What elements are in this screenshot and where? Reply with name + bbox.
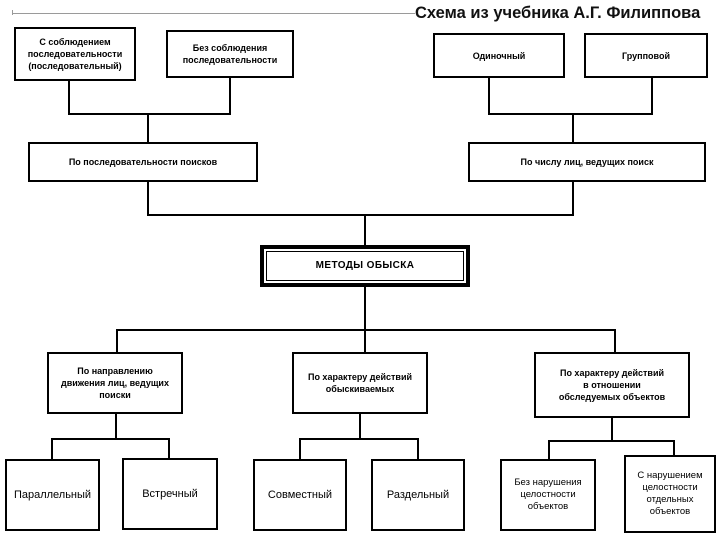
connector-root-down xyxy=(364,287,366,331)
node-seq-without-label: Без соблюдения последовательности xyxy=(182,43,278,65)
connector-right-bus xyxy=(488,113,653,115)
connector-right-bus-drop xyxy=(572,113,574,143)
connector-behaviour-bus xyxy=(299,438,419,440)
connector-seq-with-stub xyxy=(68,81,70,115)
connector-direction-bus xyxy=(51,438,170,440)
node-beh-separate: Раздельный xyxy=(371,459,465,531)
connector-seq-without-stub xyxy=(229,78,231,115)
node-group-object-treatment-label: По характеру действий в отношении обслед… xyxy=(558,368,666,402)
connector-group-sequence-stub xyxy=(147,182,149,216)
page-title: Схема из учебника А.Г. Филиппова xyxy=(415,4,701,22)
connector-row3-drop-mid xyxy=(364,329,366,356)
connector-root-drop xyxy=(364,214,366,247)
connector-left-bus-drop xyxy=(147,113,149,143)
node-count-single-label: Одиночный xyxy=(472,50,526,61)
connector-object-stub xyxy=(611,418,613,442)
node-group-searched-behaviour: По характеру действий обыскиваемых xyxy=(292,352,428,414)
connector-direction-stub xyxy=(115,414,117,440)
node-beh-joint-label: Совместный xyxy=(267,488,333,501)
node-seq-with-label: С соблюдением последовательности (послед… xyxy=(27,37,123,71)
connector-count-group-stub xyxy=(651,78,653,115)
connector-left-bus xyxy=(68,113,231,115)
node-obj-intact-label: Без нарушения целостности объектов xyxy=(514,477,582,512)
connector-row3-bus xyxy=(116,329,616,331)
node-obj-damaged-label: С нарушением целостности отдельных объек… xyxy=(637,470,703,517)
node-group-searched-behaviour-label: По характеру действий обыскиваемых xyxy=(307,372,413,394)
node-group-searcher-count-label: По числу лиц, ведущих поиск xyxy=(520,157,654,167)
connector-group-count-stub xyxy=(572,182,574,216)
node-dir-parallel-label: Параллельный xyxy=(13,488,92,501)
connector-behaviour-right xyxy=(417,438,419,461)
node-root-label: МЕТОДЫ ОБЫСКА xyxy=(315,260,415,271)
node-group-direction-label: По направлению движения лиц, ведущих пои… xyxy=(61,366,169,400)
node-count-group: Групповой xyxy=(584,33,708,78)
connector-row3-drop-right xyxy=(614,329,616,356)
node-group-sequence: По последовательности поисков xyxy=(28,142,258,182)
node-count-group-label: Групповой xyxy=(622,50,670,61)
connector-behaviour-left xyxy=(299,438,301,461)
connector-behaviour-stub xyxy=(359,414,361,440)
node-root: МЕТОДЫ ОБЫСКА xyxy=(260,245,470,287)
node-group-object-treatment: По характеру действий в отношении обслед… xyxy=(534,352,690,418)
node-dir-counter: Встречный xyxy=(122,458,218,530)
node-group-searcher-count: По числу лиц, ведущих поиск xyxy=(468,142,706,182)
node-obj-damaged: С нарушением целостности отдельных объек… xyxy=(624,455,716,533)
node-dir-parallel: Параллельный xyxy=(5,459,100,531)
node-count-single: Одиночный xyxy=(433,33,565,78)
node-beh-separate-label: Раздельный xyxy=(386,488,450,501)
connector-object-right xyxy=(673,440,675,460)
connector-direction-right xyxy=(168,438,170,461)
node-dir-counter-label: Встречный xyxy=(142,487,198,500)
connector-root-bus xyxy=(147,214,574,216)
node-seq-with: С соблюдением последовательности (послед… xyxy=(14,27,136,81)
connector-count-single-stub xyxy=(488,78,490,115)
connector-row3-drop-left xyxy=(116,329,118,356)
node-seq-without: Без соблюдения последовательности xyxy=(166,30,294,78)
node-root-inner: МЕТОДЫ ОБЫСКА xyxy=(266,251,464,281)
node-group-sequence-label: По последовательности поисков xyxy=(68,157,218,167)
node-beh-joint: Совместный xyxy=(253,459,347,531)
connector-object-bus xyxy=(548,440,675,442)
node-group-direction: По направлению движения лиц, ведущих пои… xyxy=(47,352,183,414)
top-rule-tick xyxy=(12,10,13,15)
connector-object-left xyxy=(548,440,550,460)
node-obj-intact: Без нарушения целостности объектов xyxy=(500,459,596,531)
connector-direction-left xyxy=(51,438,53,461)
top-rule xyxy=(12,13,415,14)
